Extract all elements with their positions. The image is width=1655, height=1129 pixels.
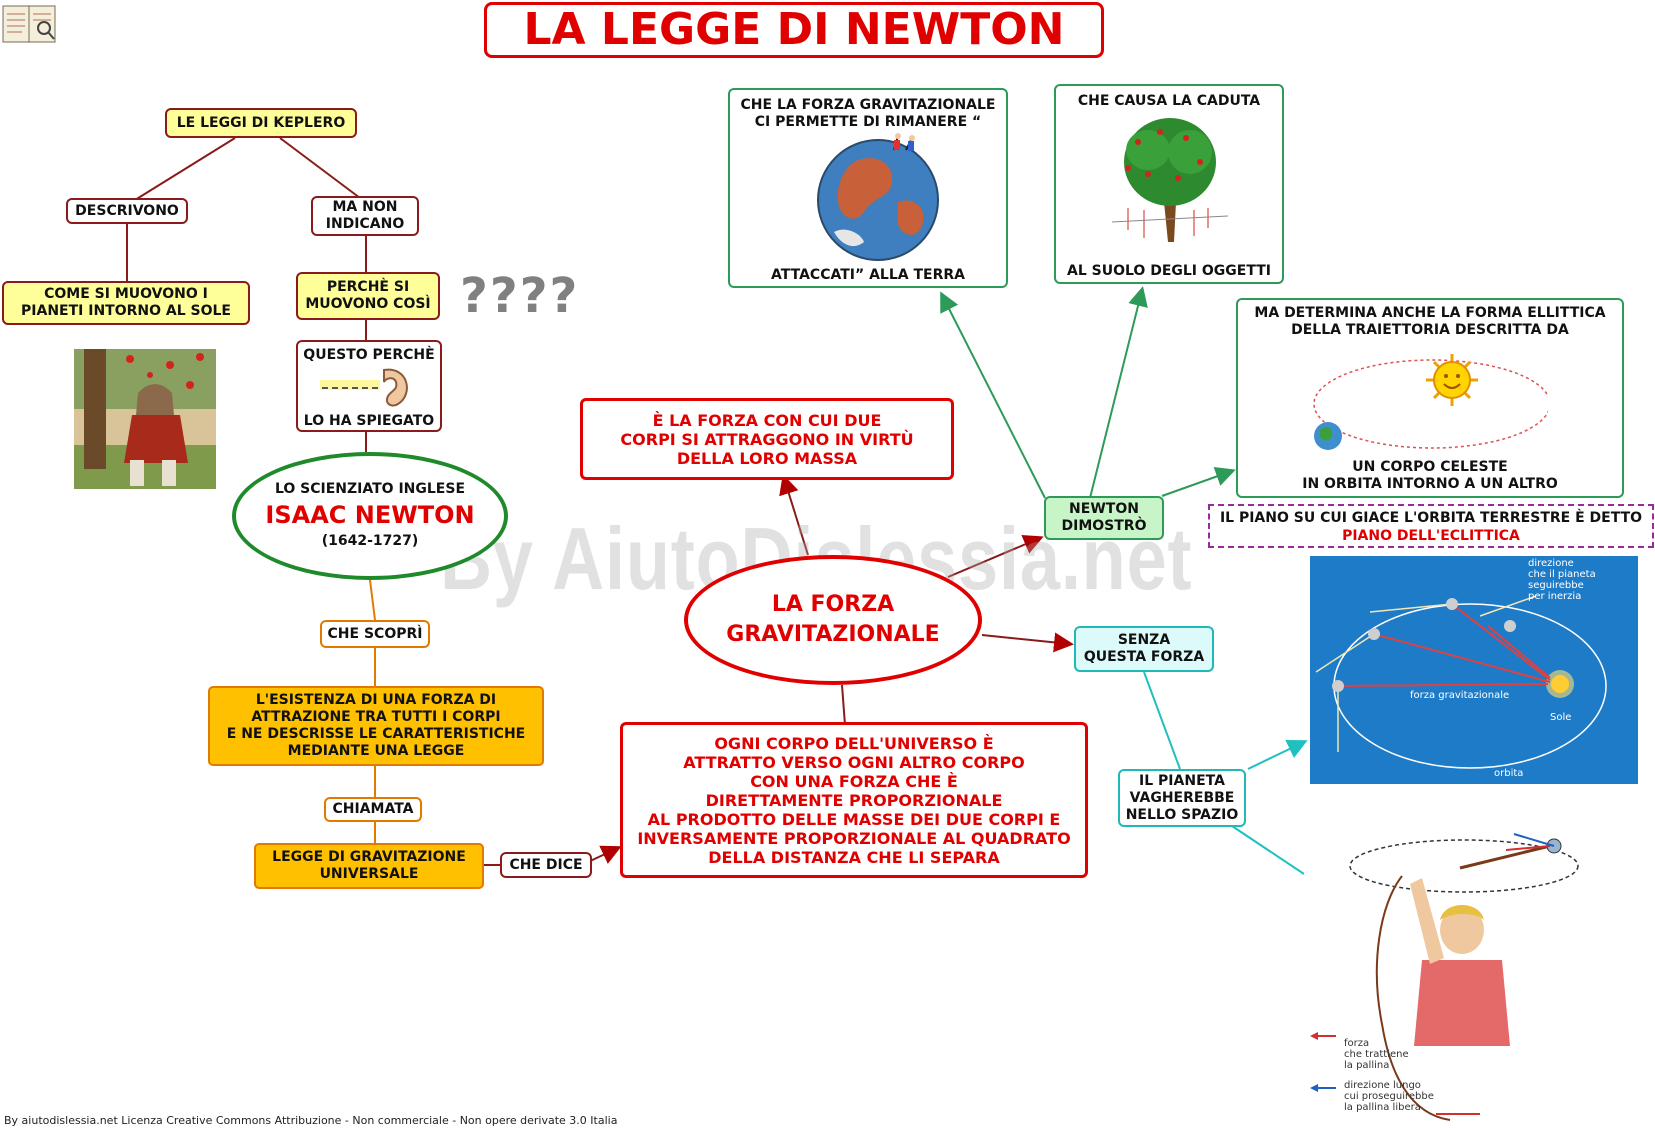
tree-icon [1111, 118, 1229, 242]
kepler-laws-box: LE LEGGI DI KEPLERO [165, 108, 357, 138]
planet-wander-box: IL PIANETA VAGHEREBBE NELLO SPAZIO [1118, 769, 1246, 827]
ecliptic-line-2: PIANO DELL'ECLITTICA [1342, 527, 1520, 544]
why-they-move-box: PERCHÈ SI MUOVONO COSÌ [296, 272, 440, 320]
describe-label: DESCRIVONO [66, 198, 188, 224]
orbit-label: orbita [1494, 768, 1524, 779]
boy-sling-drawing [1310, 833, 1579, 1121]
how-planets-move-box: COME SI MUOVONO I PIANETI INTORNO AL SOL… [2, 281, 250, 325]
newton-demonstrated-box: NEWTON DIMOSTRÒ [1044, 496, 1164, 540]
newton-portrait [74, 349, 216, 489]
gravity-force-diagram-label: forza gravitazionale [1410, 690, 1510, 701]
tree-top-text: CHE CAUSA LA CADUTA [1077, 92, 1261, 109]
ecliptic-box: IL PIANO SU CUI GIACE L'ORBITA TERRESTRE… [1208, 504, 1654, 548]
force-definition-box: È LA FORZA CON CUI DUE CORPI SI ATTRAGGO… [580, 398, 954, 480]
tree-bottom-text: AL SUOLO DEGLI OGGETTI [1067, 262, 1271, 279]
isaac-newton-node: LO SCIENZIATO INGLESE ISAAC NEWTON (1642… [232, 452, 508, 580]
this-why-box: QUESTO PERCHÈ LO HA SPIEGATO [296, 340, 442, 432]
earth-bottom-text: ATTACCATI” ALLA TERRA [771, 266, 965, 283]
law-statement-box: OGNI CORPO DELL'UNIVERSO È ATTRATTO VERS… [620, 722, 1088, 878]
explained-label: LO HA SPIEGATO [303, 412, 435, 429]
legend-force-label: forza che trattiene la pallina [1344, 1038, 1409, 1071]
scientist-years: (1642-1727) [321, 532, 419, 549]
ear-icon [320, 368, 408, 407]
sling-diagram: forza che trattiene la pallina direzione… [1310, 824, 1654, 1124]
gravity-orbit-diagram: direzione che il pianeta seguirebbe per … [1310, 556, 1638, 784]
scientist-name: ISAAC NEWTON [265, 501, 475, 529]
says-label: CHE DICE [500, 852, 592, 878]
footer-license: By aiutodislessia.net Licenza Creative C… [4, 1114, 618, 1127]
orbit-diagram-drawing [1315, 595, 1607, 769]
universal-law-box: LEGGE DI GRAVITAZIONE UNIVERSALE [254, 843, 484, 889]
page-title: LA LEGGE DI NEWTON [484, 2, 1104, 58]
sun-label: Sole [1550, 712, 1572, 723]
without-force-box: SENZA QUESTA FORZA [1074, 626, 1214, 672]
book-icon [2, 5, 56, 43]
but-not-label: MA NON INDICANO [311, 196, 419, 236]
discovered-label: CHE SCOPRÌ [320, 620, 430, 648]
earth-top-text: CHE LA FORZA GRAVITAZIONALE CI PERMETTE … [740, 97, 996, 130]
page-title-text: LA LEGGE DI NEWTON [523, 4, 1065, 55]
earth-box: CHE LA FORZA GRAVITAZIONALE CI PERMETTE … [728, 88, 1008, 288]
ecliptic-line-1: IL PIANO SU CUI GIACE L'ORBITA TERRESTRE… [1219, 509, 1643, 526]
orbit-bottom-text: UN CORPO CELESTE IN ORBITA INTORNO A UN … [1302, 459, 1558, 492]
tree-box: CHE CAUSA LA CADUTA AL SUOLO DEGLI OGGET… [1054, 84, 1284, 284]
sun-earth-orbit [1313, 354, 1548, 450]
existence-box: L'ESISTENZA DI UNA FORZA DI ATTRAZIONE T… [208, 686, 544, 766]
orbit-top-text: MA DETERMINA ANCHE LA FORMA ELLITTICA DE… [1254, 305, 1606, 338]
legend-direction-label: direzione lungo cui proseguirebbe la pal… [1344, 1080, 1434, 1113]
scientist-label: LO SCIENZIATO INGLESE [274, 480, 466, 497]
this-why-label: QUESTO PERCHÈ [303, 346, 435, 363]
orbit-box: MA DETERMINA ANCHE LA FORMA ELLITTICA DE… [1236, 298, 1624, 498]
question-marks: ???? [460, 268, 580, 324]
sun-icon [1426, 354, 1478, 406]
earth-icon [817, 133, 939, 261]
gravity-force-node: LA FORZA GRAVITAZIONALE [684, 555, 982, 685]
called-label: CHIAMATA [324, 797, 422, 822]
inertia-direction-label: direzione che il pianeta seguirebbe per … [1528, 558, 1596, 602]
gravity-force-label: LA FORZA GRAVITAZIONALE [726, 592, 940, 647]
